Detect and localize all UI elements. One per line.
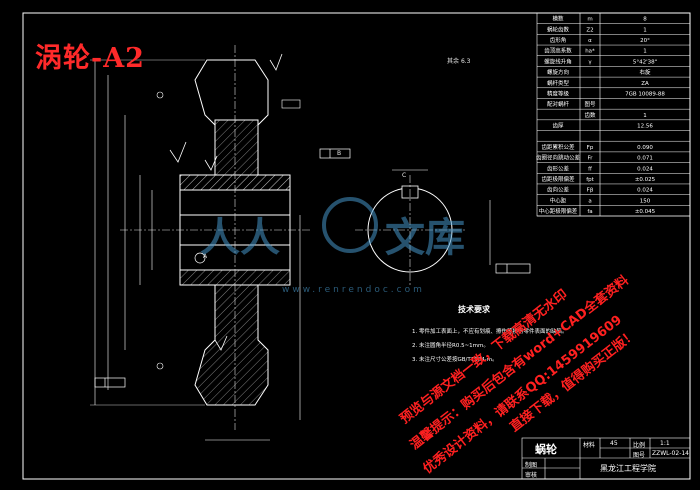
param-symbol: fpt: [586, 177, 594, 183]
watermark-logo-text-2: 文库: [385, 214, 465, 261]
title-block-material: 45: [610, 440, 618, 447]
title-block-scale-label: 比例: [633, 442, 646, 449]
param-table-rows: 模数 m 8 蜗轮齿数 Z2 1 齿形角 α 20° 齿顶高系数 ha* 1 螺旋线升角 γ 5°42'38…: [536, 15, 690, 217]
param-symbol: a: [588, 198, 591, 204]
param-symbol: Fp: [587, 145, 594, 151]
tech-requirement-1: 1. 零件加工表面上，不应有划痕、擦伤等损伤零件表面的缺陷。: [412, 329, 568, 335]
title-block-part-name: 蜗轮: [535, 443, 557, 456]
roughness-note: 其余 6.3: [447, 56, 470, 65]
param-value: 0.024: [637, 188, 653, 194]
param-value: 右旋: [639, 68, 651, 76]
param-value: 0.071: [637, 156, 653, 162]
param-name: 齿形角: [550, 36, 567, 44]
hub-end-view: [355, 169, 531, 285]
roughness-note-label: 其余: [447, 58, 460, 65]
roughness-note-value: 6.3: [460, 58, 471, 65]
param-symbol: fa: [587, 209, 592, 215]
param-value: 12.56: [637, 124, 653, 130]
param-value: 7GB 10089-88: [625, 91, 665, 97]
title-block-grid: [521, 437, 691, 480]
param-name: 齿顶高系数: [544, 47, 572, 55]
title-block-scale: 1:1: [660, 440, 670, 447]
param-value: ±0.045: [635, 209, 656, 215]
param-name: 齿向公差: [547, 186, 570, 194]
title-block-drawn-by: 制图: [525, 462, 538, 469]
param-symbol: ha*: [585, 49, 595, 55]
datum-label-a: A: [203, 253, 208, 260]
param-name: 齿厚: [552, 123, 564, 130]
param-symbol: 齿数: [584, 111, 596, 119]
param-value: ZA: [641, 81, 649, 87]
tech-requirement-2: 2. 未注圆角半径R0.5~1mm。: [412, 343, 489, 349]
param-value: 0.090: [637, 145, 653, 151]
param-value: 20°: [640, 38, 650, 44]
param-value: 1: [643, 113, 647, 119]
param-name: 中心距: [550, 196, 567, 204]
param-name: 配对蜗杆: [547, 100, 570, 108]
param-symbol: m: [587, 17, 592, 23]
param-value: 150: [640, 198, 651, 204]
drawing-frame: [22, 12, 691, 480]
watermark-logo-text-1: 人人: [200, 214, 280, 261]
param-name: 蜗杆类型: [547, 79, 570, 87]
param-name: 精度等级: [547, 89, 570, 97]
watermark-logo: [322, 197, 378, 253]
param-symbol: 图号: [584, 100, 596, 108]
title-block-drawing-no: ZZWL-02-14: [652, 450, 689, 457]
param-value: 0.024: [637, 166, 653, 172]
param-name: 螺旋方向: [547, 68, 569, 76]
param-symbol: Fβ: [587, 188, 594, 194]
datum-label-b: B: [337, 150, 342, 157]
param-name: 齿圈径向跳动公差: [536, 154, 581, 162]
drawing-title: 涡轮-A2: [35, 43, 145, 74]
param-symbol: α: [588, 38, 592, 44]
tech-requirement-3: 3. 未注尺寸公差按GB/T1804-m。: [412, 357, 498, 363]
param-name: 蜗轮齿数: [547, 25, 570, 33]
param-name: 齿距极限偏差: [541, 175, 575, 183]
param-name: 模数: [552, 15, 564, 23]
title-block-school: 黑龙江工程学院: [600, 464, 656, 473]
param-value: 1: [643, 27, 647, 33]
title-block-checked-by: 审核: [525, 472, 538, 479]
worm-wheel-section: [90, 45, 351, 441]
title-block-drawing-no-label: 图号: [633, 452, 646, 459]
param-value: 5°42'38": [633, 59, 657, 65]
param-name: 螺旋线升角: [544, 57, 572, 65]
param-value: 1: [643, 49, 647, 55]
section-label: C: [402, 172, 407, 179]
param-value: 8: [643, 17, 647, 23]
title-block-material-label: 材料: [583, 442, 596, 449]
tech-requirements-title: 技术要求: [458, 305, 490, 314]
param-table-grid: [536, 12, 691, 217]
param-name: 齿距累积公差: [541, 143, 575, 151]
param-symbol: Fr: [587, 156, 593, 162]
param-symbol: ff: [588, 166, 592, 172]
param-value: ±0.025: [635, 177, 656, 183]
param-symbol: Z2: [586, 27, 593, 33]
param-symbol: γ: [588, 59, 592, 65]
param-name: 齿形公差: [547, 164, 570, 172]
param-name: 中心距极限偏差: [539, 207, 578, 215]
watermark-url: www.renrendoc.com: [282, 285, 425, 295]
